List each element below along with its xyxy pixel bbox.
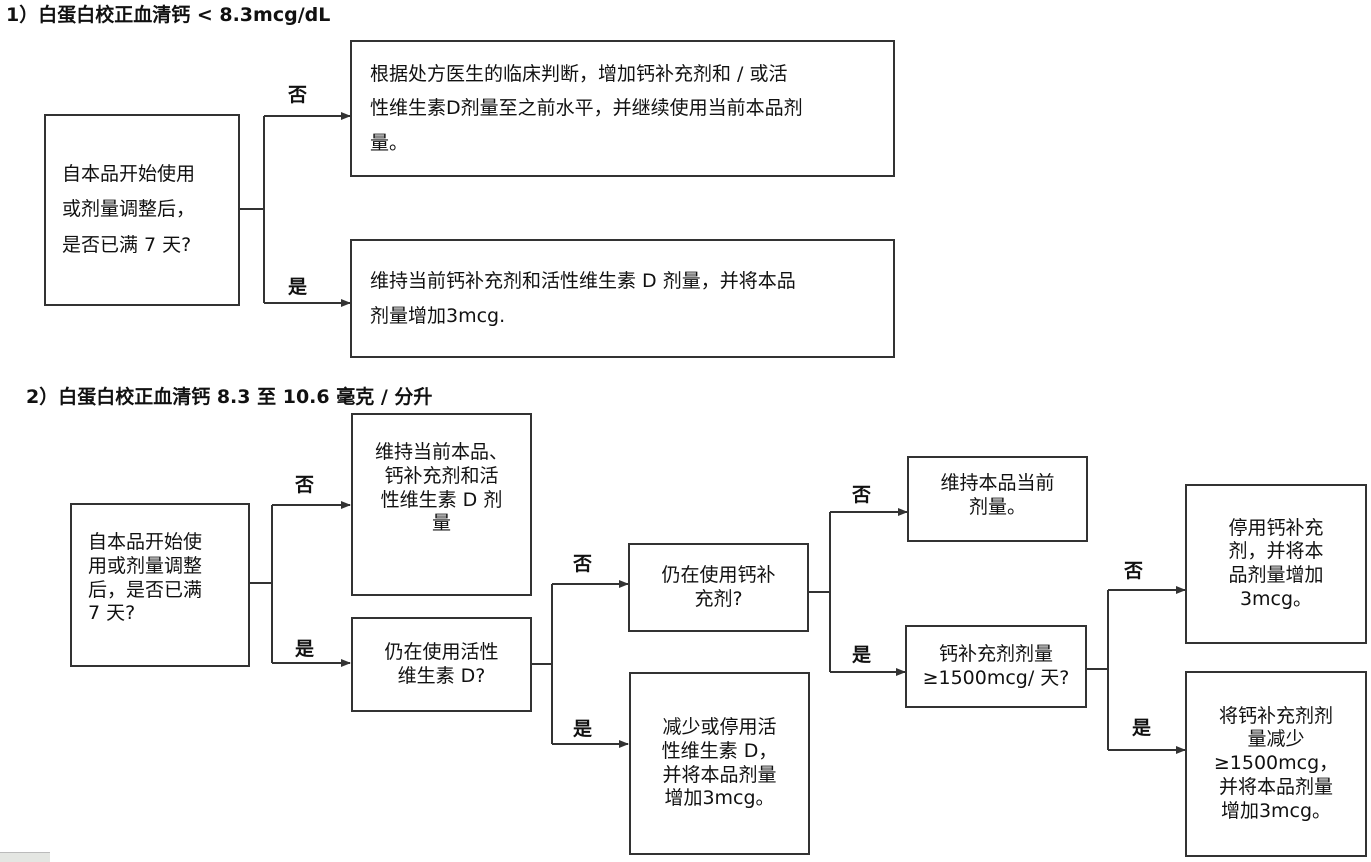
s2-q4-no-action-text: 停用钙补充 剂，并将本 品剂量增加 3mcg。 [1228,516,1324,610]
s1-yes-action-text: 维持当前钙补充剂和活性维生素 D 剂量，并将本品 剂量增加3mcg. [370,270,796,327]
s2-q2-trunk [531,584,553,744]
s2-q3-no-label: 否 [852,484,872,506]
s2-q2-no-label: 否 [573,553,593,575]
s1-yes-label: 是 [288,276,308,298]
s2-q1-yes-label: 是 [295,638,315,660]
s2-q1-no-action-box: 维持当前本品、 钙补充剂和活 性维生素 D 剂 量 [351,413,532,596]
s1-question-box: 自本品开始使用 或剂量调整后， 是否已满 7 天? [44,114,240,306]
s2-q3-trunk [808,512,831,672]
s1-question-text: 自本品开始使用 或剂量调整后， 是否已满 7 天? [62,163,196,256]
s2-q3-box: 仍在使用钙补 充剂? [628,543,809,632]
s2-q4-no-label: 否 [1124,560,1144,582]
s1-yes-action-box: 维持当前钙补充剂和活性维生素 D 剂量，并将本品 剂量增加3mcg. [350,239,895,358]
s2-q2-text: 仍在使用活性 维生素 D? [384,640,499,687]
s2-q3-text: 仍在使用钙补 充剂? [661,563,776,610]
s2-q1-no-action-text: 维持当前本品、 钙补充剂和活 性维生素 D 剂 量 [374,441,508,535]
s2-q3-yes-label: 是 [852,644,872,666]
s2-q2-yes-action-text: 减少或停用活 性维生素 D， 并将本品剂量 增加3mcg。 [661,716,778,810]
s2-q3-no-action-box: 维持本品当前 剂量。 [907,456,1088,542]
s2-q3-no-action-text: 维持本品当前 剂量。 [940,472,1055,518]
s1-no-action-box: 根据处方医生的临床判断，增加钙补充剂和 / 或活 性维生素D剂量至之前水平，并继… [350,40,895,177]
bottom-scroll-strip [0,852,50,862]
section2-heading: 2）白蛋白校正血清钙 8.3 至 10.6 毫克 / 分升 [26,386,433,408]
section1-heading: 1）白蛋白校正血清钙 < 8.3mcg/dL [6,4,331,26]
s2-q4-no-action-box: 停用钙补充 剂，并将本 品剂量增加 3mcg。 [1185,484,1367,644]
s2-q1-trunk [249,505,273,663]
s2-q4-yes-action-box: 将钙补充剂剂 量减少 ≥1500mcg， 并将本品剂量 增加3mcg。 [1185,671,1367,857]
s2-q4-text: 钙补充剂剂量 ≥1500mcg/ 天? [922,642,1070,689]
s1-connector-trunk [239,116,265,303]
s2-q1-box: 自本品开始使 用或剂量调整 后，是否已满 7 天? [70,503,250,667]
s1-no-action-text: 根据处方医生的临床判断，增加钙补充剂和 / 或活 性维生素D剂量至之前水平，并继… [370,63,803,154]
s1-no-label: 否 [288,84,308,106]
s2-q1-no-label: 否 [295,474,315,496]
s2-q2-yes-action-box: 减少或停用活 性维生素 D， 并将本品剂量 增加3mcg。 [629,672,810,855]
s2-q4-trunk [1086,590,1109,750]
s2-q1-text: 自本品开始使 用或剂量调整 后，是否已满 7 天? [88,531,203,625]
s2-q4-yes-label: 是 [1132,717,1152,739]
s2-q2-box: 仍在使用活性 维生素 D? [351,617,532,712]
s2-q4-box: 钙补充剂剂量 ≥1500mcg/ 天? [905,625,1087,708]
s2-q2-yes-label: 是 [573,718,593,740]
s2-q4-yes-action-text: 将钙补充剂剂 量减少 ≥1500mcg， 并将本品剂量 增加3mcg。 [1213,704,1339,822]
